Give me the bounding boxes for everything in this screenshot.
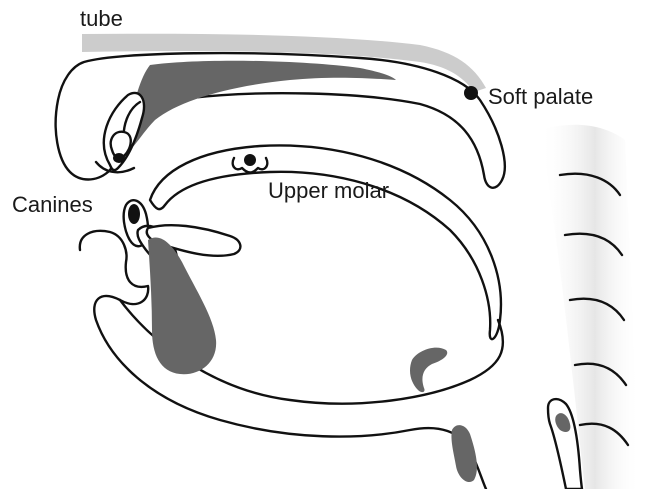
label-upper-molar: Upper molar [268, 178, 389, 203]
lower-shaded-tissue [148, 237, 216, 374]
upper-molar-marker [233, 154, 268, 173]
label-soft-palate: Soft palate [488, 84, 593, 109]
upper-shaded-tissue [130, 61, 396, 150]
larynx-mark [451, 425, 477, 482]
label-tube: tube [80, 6, 123, 31]
hyoid-mark [410, 348, 447, 393]
label-canines: Canines [12, 192, 93, 217]
soft-palate-marker [464, 86, 478, 100]
